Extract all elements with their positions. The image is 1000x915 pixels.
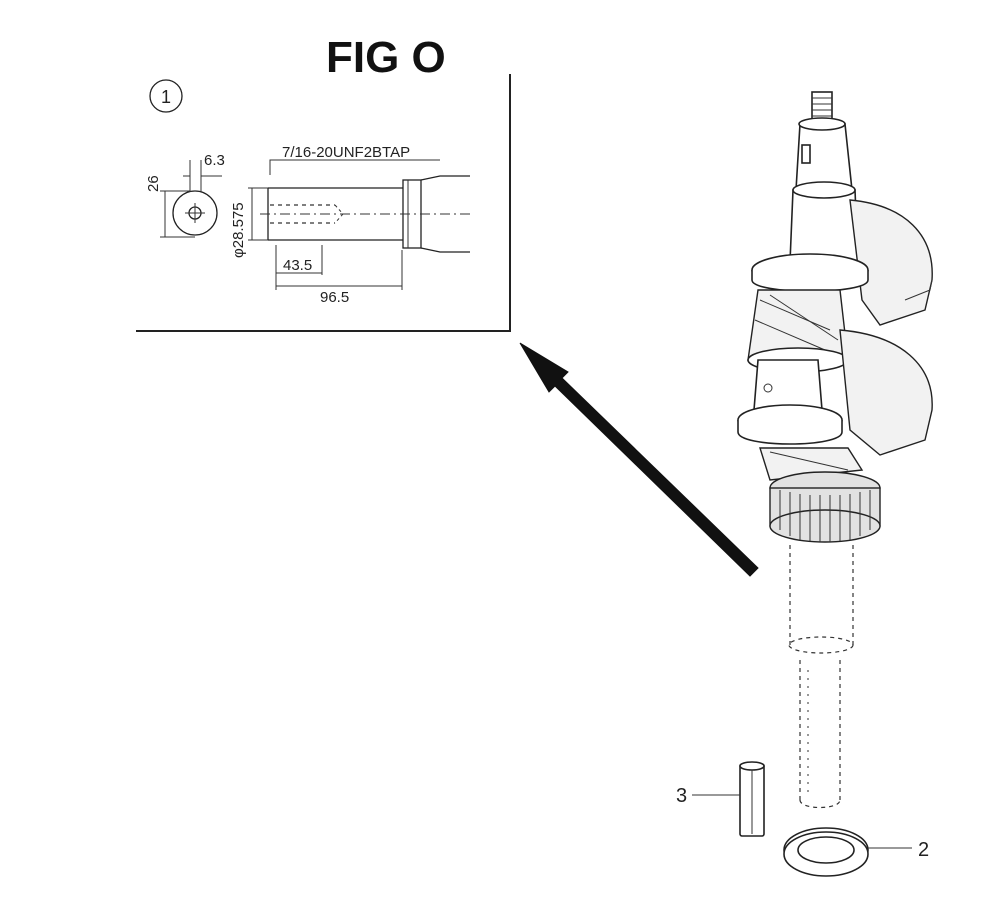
index-label: 1 <box>161 87 171 107</box>
counterweight-upper <box>849 199 933 326</box>
crankshaft <box>737 91 933 809</box>
dim-shaft-height: 26 <box>145 175 162 192</box>
detail-pointer-arrow <box>519 342 759 577</box>
callout-3-label: 3 <box>676 785 687 807</box>
washer-part-2 <box>783 827 912 877</box>
detail-inset: 1 6.3 26 <box>136 74 511 332</box>
thread-spec: 7/16-20UNF2BTAP <box>282 144 410 161</box>
timing-gear <box>769 471 881 543</box>
dim-key-width: 6.3 <box>204 152 225 169</box>
dim-tap-depth: 43.5 <box>283 257 312 274</box>
shaft-end-view <box>160 160 222 238</box>
dim-overall-length: 96.5 <box>320 289 349 306</box>
shaft-side-view <box>248 159 470 290</box>
callout-2-label: 2 <box>918 839 929 861</box>
counterweight-lower <box>839 329 933 456</box>
index-circle <box>149 79 183 113</box>
inset-frame <box>136 74 511 332</box>
dim-diameter: φ28.575 <box>230 202 247 258</box>
figure-title: FIG O <box>326 33 446 82</box>
key-part-3 <box>692 761 765 837</box>
